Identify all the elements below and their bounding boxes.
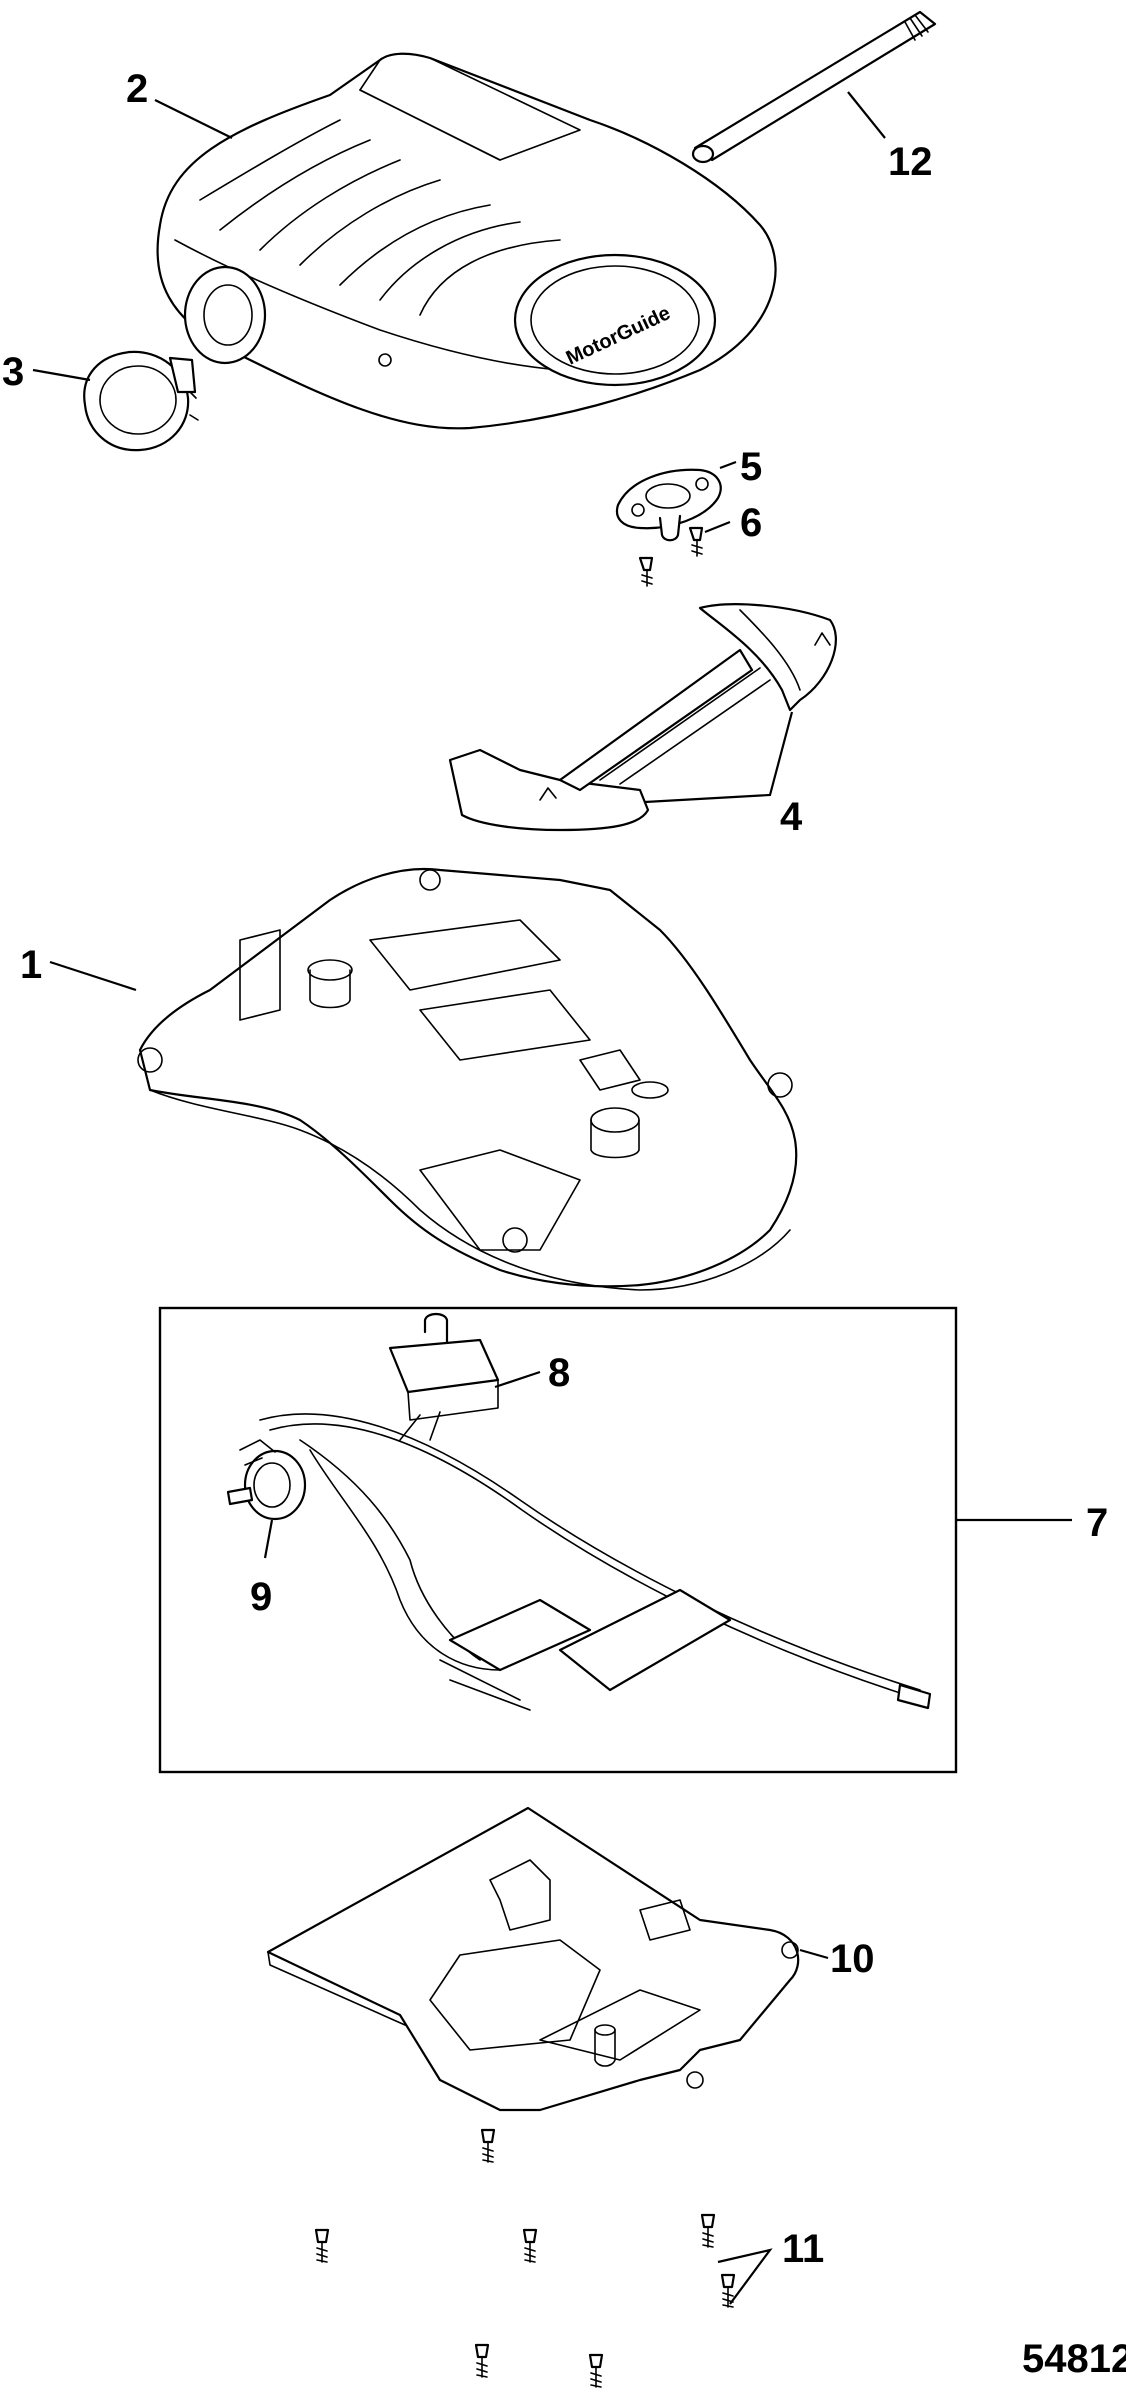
part-1-base	[137, 868, 798, 1291]
callout-9: 9	[250, 1575, 272, 1619]
callout-4: 4	[780, 795, 803, 839]
callout-11: 11	[782, 2227, 824, 2271]
part-7-harness	[259, 1413, 932, 1711]
part-9-potentiometer	[226, 1439, 307, 1521]
leader-4	[644, 711, 794, 804]
part-3-knob	[83, 350, 199, 452]
leader-10	[799, 1948, 829, 1960]
callout-labels: 2 12 3 5 6 4 1 8 9 7 10 11	[2, 67, 1108, 2271]
leader-6	[704, 520, 731, 534]
leader-9	[263, 1519, 274, 1559]
part-12-rod	[691, 10, 937, 164]
leader-5	[719, 460, 737, 470]
callout-2: 2	[126, 67, 148, 111]
callout-1: 1	[20, 943, 42, 987]
part-11-screws	[314, 2128, 736, 2388]
leader-2	[154, 99, 233, 139]
callout-3: 3	[2, 350, 24, 394]
callout-7: 7	[1086, 1501, 1108, 1545]
leader-1	[49, 960, 137, 992]
part-4-rocker	[448, 603, 837, 832]
part-2-pedal-cover: MotorGuide	[156, 52, 777, 430]
harness-assembly-box	[158, 1306, 958, 1774]
leader-3	[32, 368, 91, 382]
leader-11	[717, 2248, 773, 2305]
leader-lines	[32, 91, 1072, 2305]
part-10-base-plate	[266, 1806, 800, 2112]
figure-number: 54812	[1022, 2337, 1126, 2381]
callout-6: 6	[740, 501, 762, 545]
part-8-switch	[388, 1312, 500, 1441]
leader-12	[847, 91, 886, 139]
callout-10: 10	[830, 1937, 875, 1981]
leader-8	[494, 1370, 541, 1389]
callout-5: 5	[740, 445, 762, 489]
part-6-screws	[638, 526, 704, 587]
callout-8: 8	[548, 1351, 570, 1395]
part-5-bracket	[615, 468, 722, 542]
callout-12: 12	[888, 140, 933, 184]
